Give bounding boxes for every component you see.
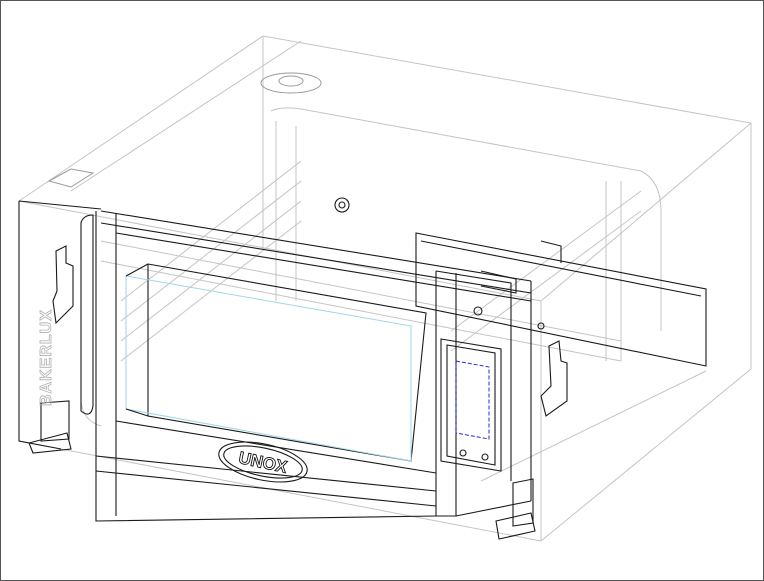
- top-hinge-cap: [47, 168, 95, 188]
- foot-right: [495, 478, 536, 540]
- control-panel: [440, 338, 502, 472]
- display-screen: [455, 360, 490, 440]
- left-hinge-latch: [52, 245, 74, 325]
- door-window: [125, 263, 427, 462]
- foot-left: [28, 400, 72, 454]
- side-bracket: [415, 232, 707, 367]
- control-knob: [459, 449, 467, 457]
- right-hinge-latch: [540, 340, 568, 417]
- oven-body: [18, 200, 532, 522]
- control-knob: [481, 453, 489, 461]
- bakerlux-label: BAKERLUX: [38, 309, 55, 406]
- fan-screw: [334, 197, 350, 213]
- top-vent-ring: [260, 72, 322, 94]
